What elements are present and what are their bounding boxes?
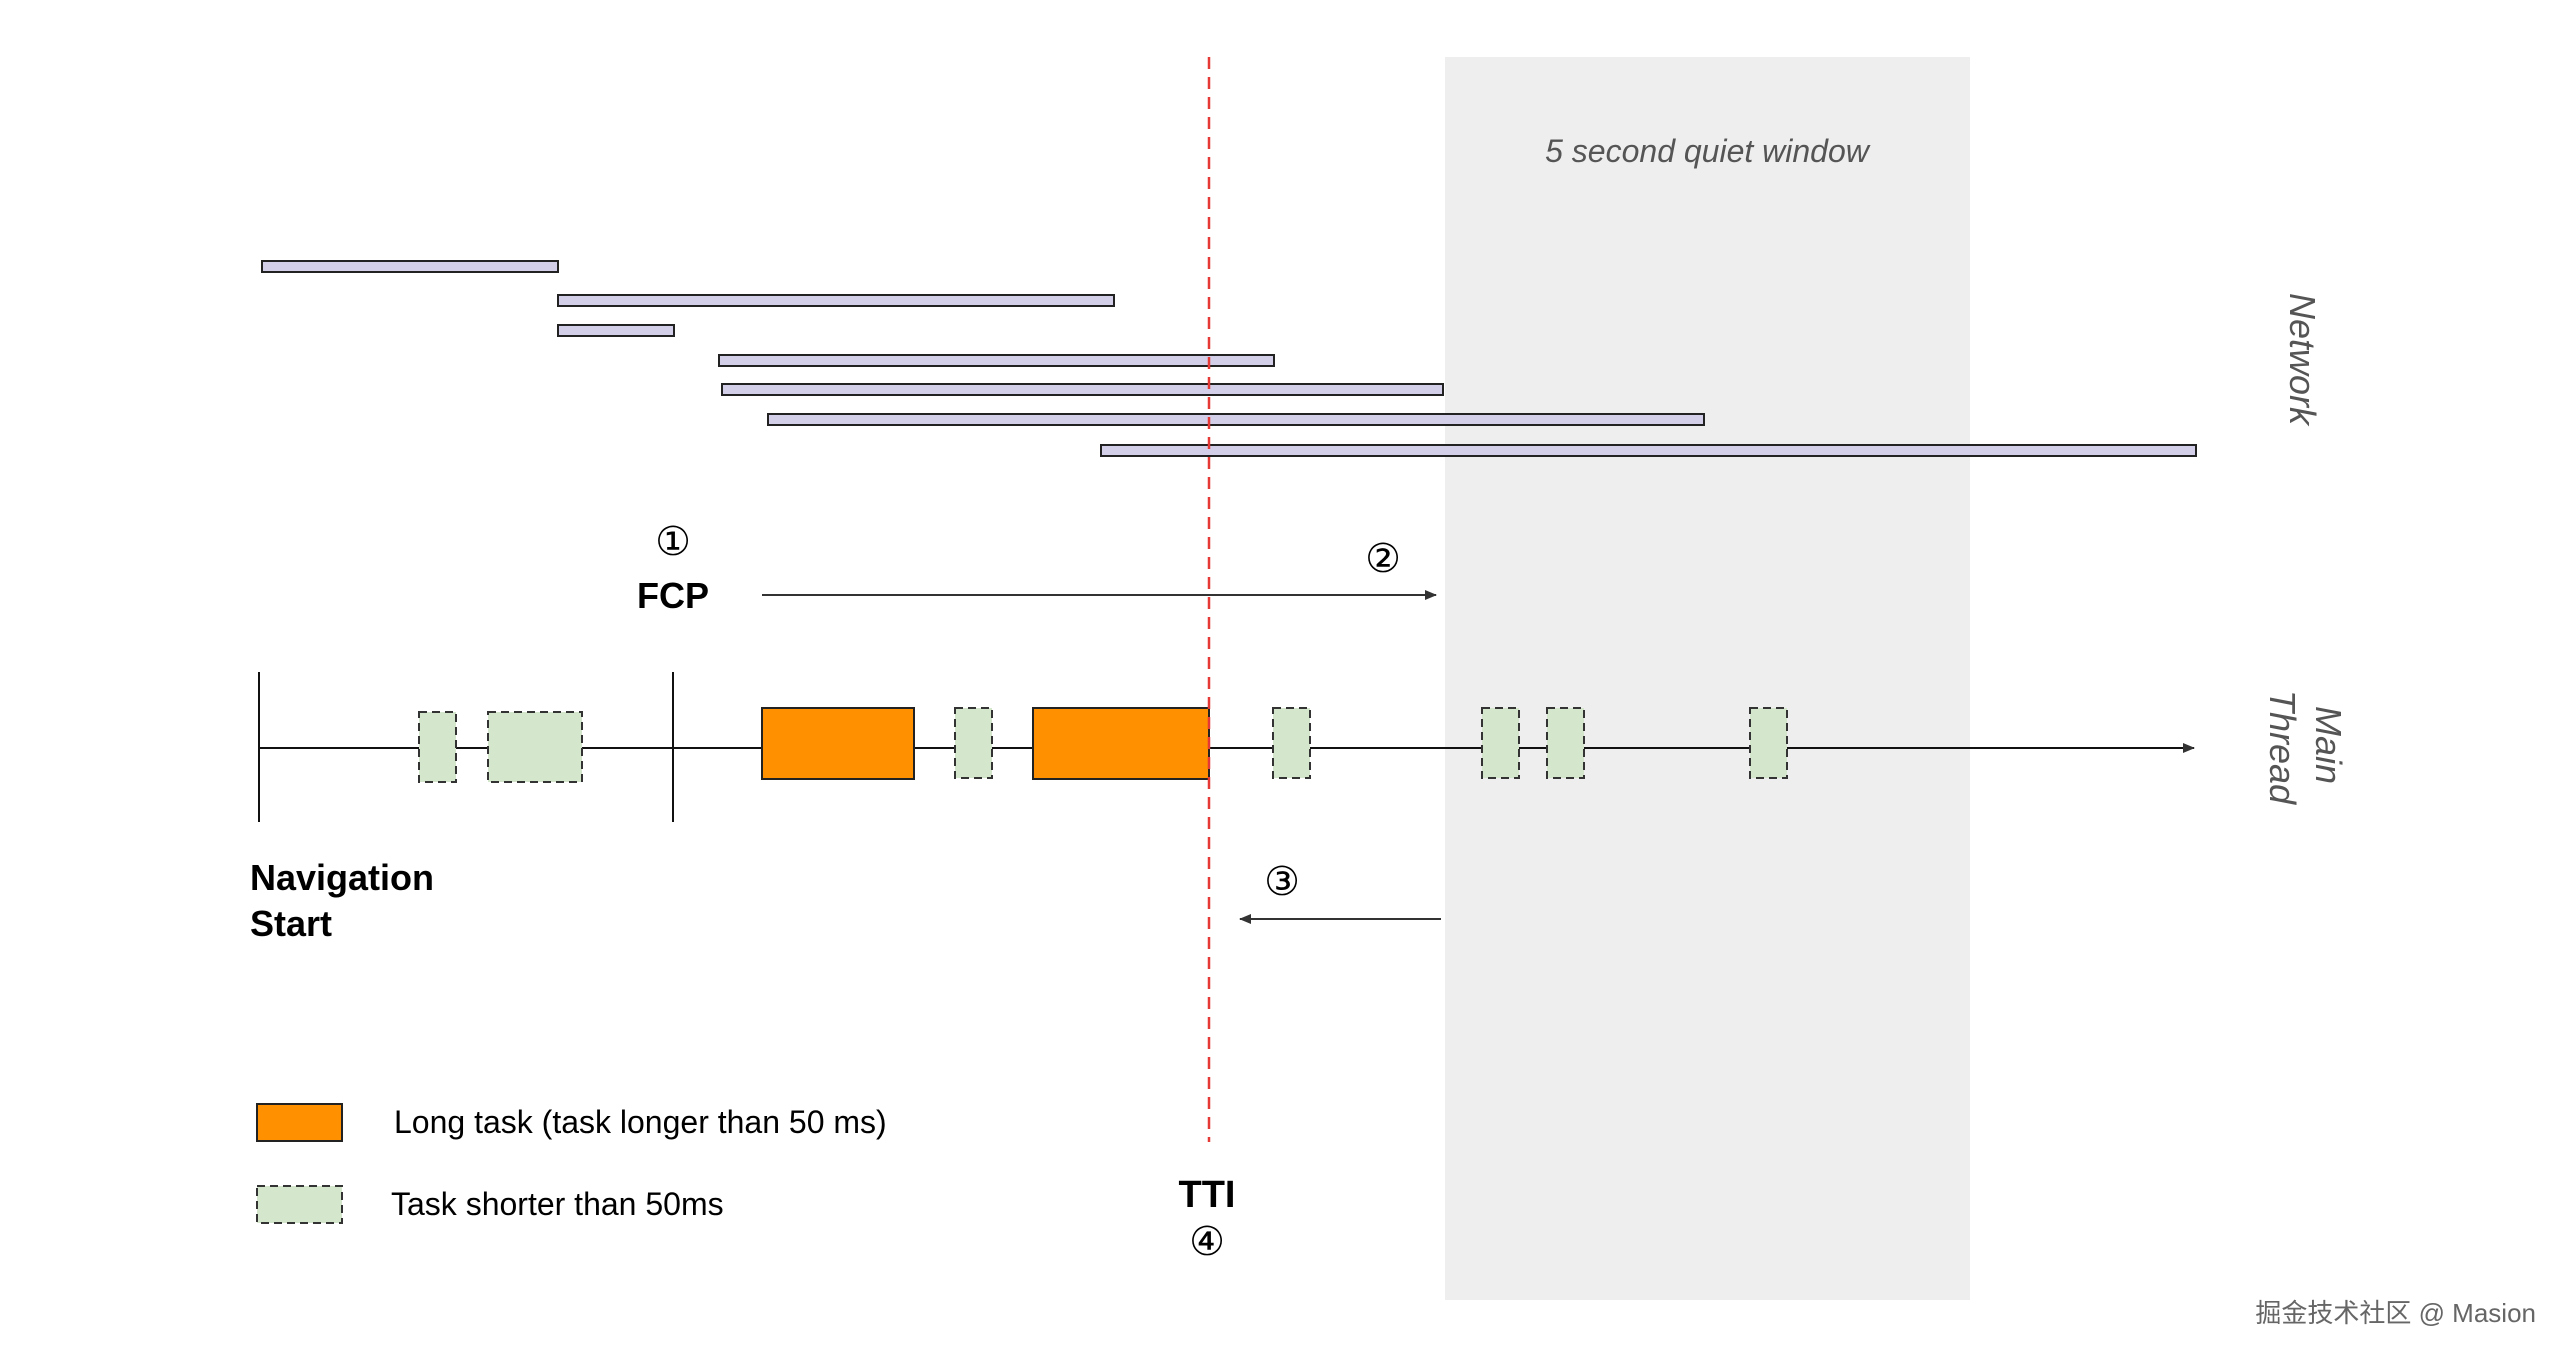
- short-task: [1749, 707, 1788, 779]
- navigation-start-label-line1: Navigation: [250, 857, 434, 898]
- legend-short-task-label: Task shorter than 50ms: [391, 1186, 724, 1222]
- watermark: 掘金技术社区 @ Masion: [2255, 1298, 2536, 1328]
- network-label: Network: [2282, 293, 2323, 427]
- network-bar: [718, 354, 1275, 367]
- legend: Long task (task longer than 50 ms) Task …: [256, 1103, 887, 1224]
- network-bar: [1100, 444, 2197, 457]
- long-task: [1032, 707, 1210, 780]
- legend-long-task-swatch: [256, 1103, 343, 1142]
- short-task: [1546, 707, 1585, 779]
- main-thread-label-line2: Thread: [2262, 690, 2303, 805]
- network-bar: [557, 294, 1115, 307]
- network-bar: [557, 324, 675, 337]
- short-task: [418, 711, 457, 783]
- long-tasks: [761, 707, 1210, 780]
- step3-marker: ③: [1264, 860, 1300, 904]
- short-task: [1272, 707, 1311, 779]
- short-task: [954, 707, 993, 779]
- main-thread-label-line1: Main: [2308, 706, 2349, 784]
- tti-step-marker: ④: [1189, 1220, 1225, 1264]
- long-task: [761, 707, 915, 780]
- network-requests: [261, 260, 2197, 457]
- short-task: [487, 711, 583, 783]
- fcp-label: FCP: [637, 575, 709, 616]
- fcp-step-marker: ①: [655, 520, 691, 564]
- network-bar: [721, 383, 1444, 396]
- quiet-window-label: 5 second quiet window: [1545, 133, 1871, 169]
- legend-short-task-swatch: [256, 1185, 343, 1224]
- legend-long-task-label: Long task (task longer than 50 ms): [394, 1104, 887, 1140]
- step2-marker: ②: [1365, 537, 1401, 581]
- short-tasks: [418, 707, 1788, 783]
- tti-label: TTI: [1179, 1174, 1236, 1216]
- navigation-start-label-line2: Start: [250, 903, 332, 944]
- network-bar: [261, 260, 559, 273]
- short-task: [1481, 707, 1520, 779]
- quiet-window: [1445, 57, 1970, 1300]
- network-bar: [767, 413, 1705, 426]
